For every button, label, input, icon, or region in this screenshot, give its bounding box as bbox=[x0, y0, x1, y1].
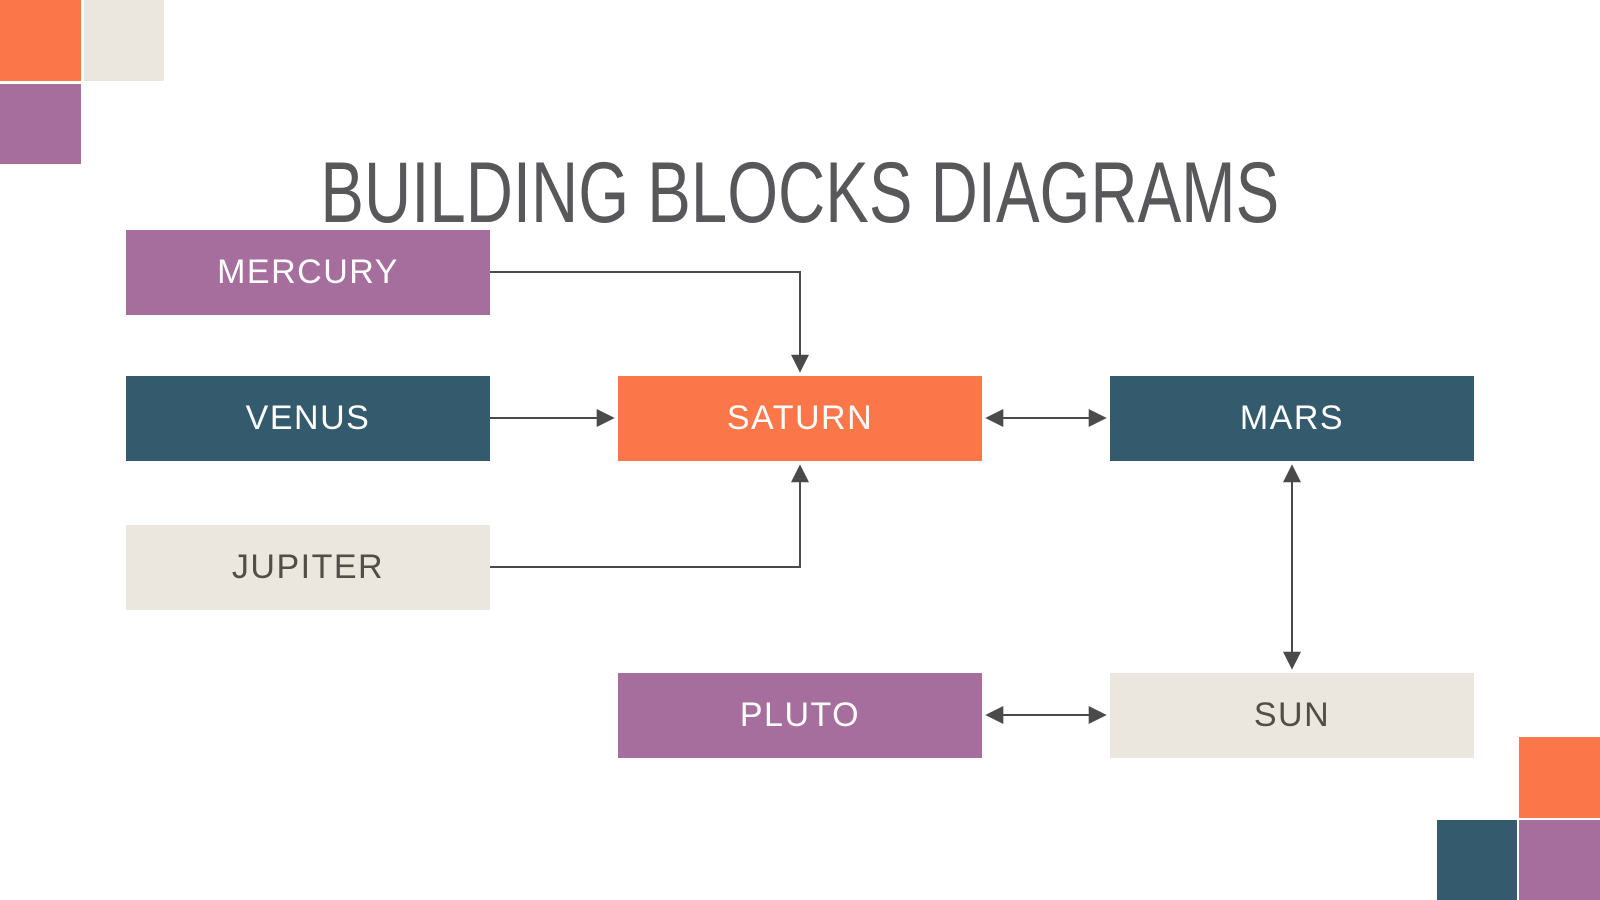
decor-square-bottom-right-teal bbox=[1437, 820, 1517, 900]
page-title: BUILDING BLOCKS DIAGRAMS bbox=[0, 150, 1600, 236]
node-pluto-label: PLUTO bbox=[739, 696, 861, 734]
decor-square-top-left-orange bbox=[0, 0, 81, 81]
node-pluto: PLUTO bbox=[618, 673, 982, 758]
node-mercury-label: MERCURY bbox=[217, 253, 399, 291]
node-mars: MARS bbox=[1110, 376, 1474, 461]
decor-square-bottom-right-purple bbox=[1519, 820, 1600, 900]
node-mercury: MERCURY bbox=[126, 230, 490, 315]
node-jupiter-label: JUPITER bbox=[231, 548, 385, 586]
node-venus: VENUS bbox=[126, 376, 490, 461]
decor-square-bottom-right-orange bbox=[1519, 737, 1600, 818]
node-jupiter: JUPITER bbox=[126, 525, 490, 610]
node-sun: SUN bbox=[1110, 673, 1474, 758]
node-sun-label: SUN bbox=[1253, 696, 1331, 734]
node-venus-label: VENUS bbox=[245, 399, 371, 437]
edge-jupiter-saturn-arrow bbox=[490, 464, 809, 568]
page-title-text: BUILDING BLOCKS DIAGRAMS bbox=[320, 144, 1280, 241]
node-mars-label: MARS bbox=[1239, 399, 1345, 437]
decor-square-top-left-beige bbox=[84, 0, 164, 81]
edge-mercury-saturn-arrow bbox=[490, 271, 809, 373]
node-saturn: SATURN bbox=[618, 376, 982, 461]
decor-square-top-left-purple bbox=[0, 84, 81, 164]
node-saturn-label: SATURN bbox=[726, 399, 874, 437]
